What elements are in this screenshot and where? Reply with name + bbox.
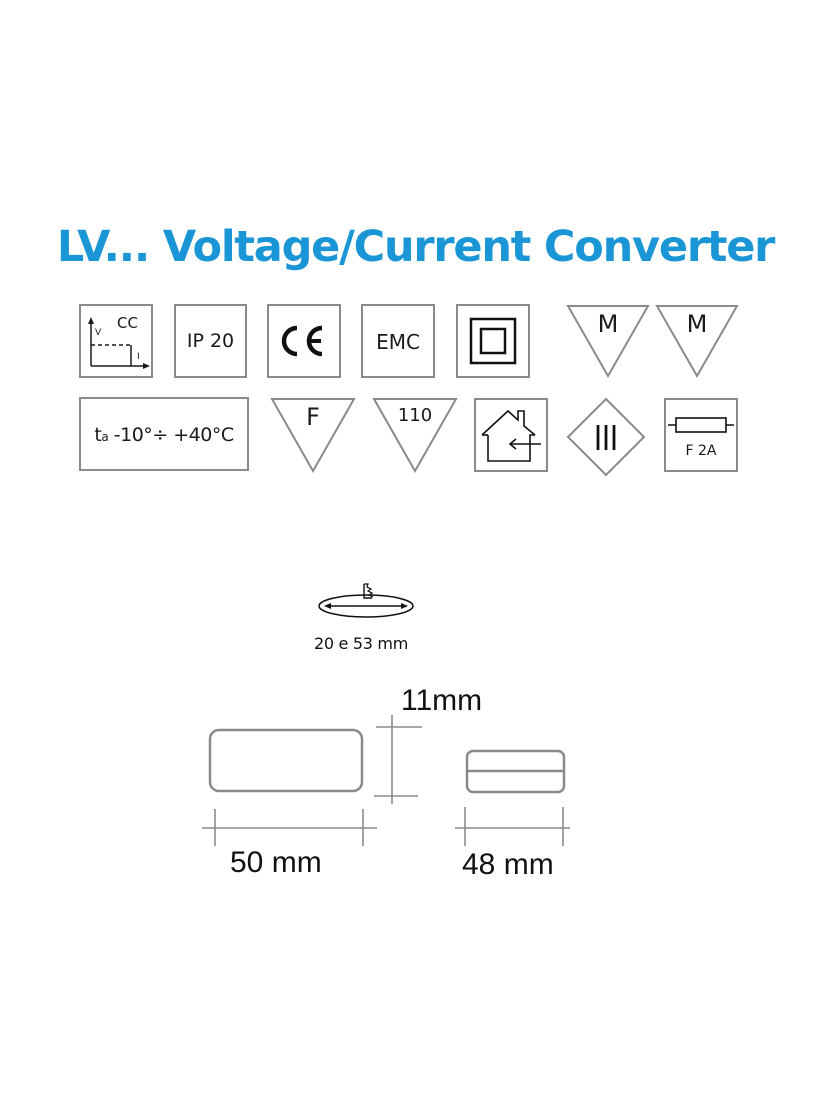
- ce-mark-icon: [267, 304, 341, 378]
- width-dimension-label: 48 mm: [462, 848, 554, 881]
- ambient-temperature-icon: ta -10°÷ +40°C: [79, 397, 249, 471]
- m-triangle-label-2: M: [686, 310, 708, 338]
- double-insulation-icon: [456, 304, 530, 378]
- constant-current-graph-icon: CC V I: [79, 304, 153, 378]
- m-triangle-label: M: [597, 310, 619, 338]
- axis-i-label: I: [137, 352, 140, 362]
- emc-label: EMC: [376, 330, 420, 354]
- m-triangle-icon-2: M: [655, 304, 739, 379]
- height-dimension-label: 11mm: [401, 684, 483, 717]
- class-iii-diamond-icon: [566, 397, 646, 477]
- fuse-icon: F 2A: [664, 398, 738, 472]
- temperature-110-triangle-icon: 110: [372, 397, 458, 474]
- f-triangle-label: F: [306, 403, 320, 431]
- axis-v-label: V: [95, 328, 102, 338]
- ta-range: -10°÷ +40°C: [113, 424, 234, 446]
- ceiling-cutout-icon: 20 e 53 mm: [314, 580, 426, 660]
- cc-label: CC: [117, 314, 138, 332]
- ta-prefix: t: [94, 424, 102, 446]
- t110-label: 110: [397, 405, 433, 426]
- page-title: LV... Voltage/Current Converter: [56, 222, 776, 272]
- indoor-use-house-icon: [474, 398, 548, 472]
- cutout-label: 20 e 53 mm: [314, 634, 408, 653]
- fuse-label: F 2A: [685, 443, 717, 459]
- length-dimension-label: 50 mm: [230, 846, 322, 879]
- m-triangle-icon: M: [566, 304, 650, 379]
- dimension-drawing: [202, 715, 570, 846]
- f-triangle-icon: F: [270, 397, 356, 474]
- ip-rating-icon: IP 20: [174, 304, 247, 378]
- emc-icon: EMC: [361, 304, 435, 378]
- ip-rating-label: IP 20: [186, 330, 235, 352]
- ta-subscript: a: [101, 430, 109, 444]
